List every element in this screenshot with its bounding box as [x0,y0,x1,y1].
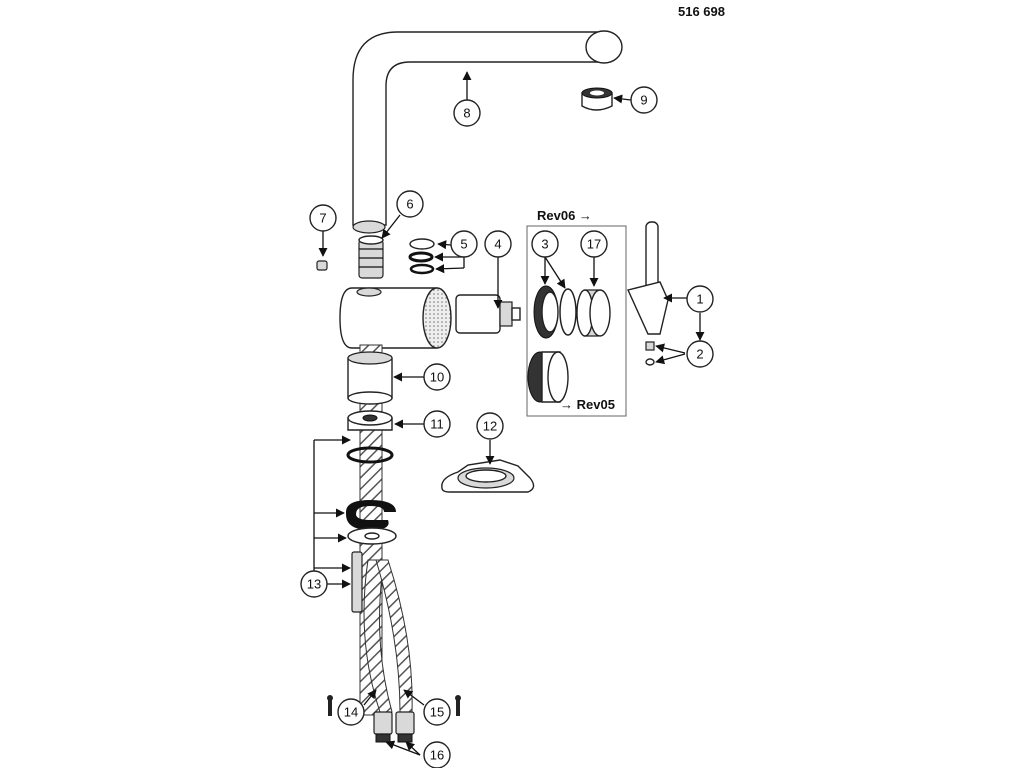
svg-text:4: 4 [494,237,501,252]
svg-text:14: 14 [344,705,358,720]
svg-text:17: 17 [587,237,601,252]
cold-indicator-icon [455,695,461,716]
svg-text:12: 12 [483,419,497,434]
hot-indicator-icon [327,695,333,716]
svg-text:3: 3 [541,237,548,252]
callout-10: 10 [423,363,451,391]
callout-13: 13 [300,570,328,598]
callout-6: 6 [396,190,424,218]
revision-group-box [526,225,627,417]
faucet-body [339,287,452,349]
svg-text:5: 5 [460,237,467,252]
svg-text:15: 15 [430,705,444,720]
revision-new-label: Rev06 → [537,208,592,223]
washer-part-11 [347,410,393,431]
callout-5: 5 [450,230,478,258]
callout-7: 7 [309,204,337,232]
callout-8: 8 [453,99,481,127]
svg-text:7: 7 [319,211,326,226]
callout-17: 17 [580,230,608,258]
threaded-insert-part-6 [358,235,384,279]
aerator-part-9 [581,87,613,111]
svg-text:9: 9 [640,93,647,108]
svg-text:2: 2 [696,347,703,362]
sleeve-part-10 [347,351,393,405]
revision-old-label: → Rev05 [560,397,615,412]
fixing-set-part-13 [346,446,397,613]
callout-2: 2 [686,340,714,368]
callout-16: 16 [423,741,451,768]
callout-4: 4 [484,230,512,258]
adapter-part-3 [533,285,577,339]
screws-part-2 [645,341,655,366]
svg-text:16: 16 [430,748,444,763]
base-plate-part-12 [441,459,535,493]
cartridge-part-4 [455,294,521,334]
lever-handle-part-1 [627,221,669,335]
svg-text:8: 8 [463,106,470,121]
callout-12: 12 [476,412,504,440]
callout-14: 14 [337,698,365,726]
callout-11: 11 [423,410,451,438]
callout-1: 1 [686,285,714,313]
svg-text:13: 13 [307,577,321,592]
svg-text:1: 1 [696,292,703,307]
part-number: 516 698 [678,4,725,19]
adapter-rev05 [527,351,569,403]
svg-text:11: 11 [430,417,444,432]
callout-9: 9 [630,86,658,114]
hose-fittings-part-16 [373,711,415,743]
callout-15: 15 [423,698,451,726]
svg-text:10: 10 [430,370,444,385]
spout-part-8 [352,30,623,234]
svg-text:6: 6 [406,197,413,212]
adapter-part-17 [576,289,611,337]
callout-3: 3 [531,230,559,258]
o-rings-part-5 [408,238,435,275]
grub-screw-part-7 [316,260,328,271]
